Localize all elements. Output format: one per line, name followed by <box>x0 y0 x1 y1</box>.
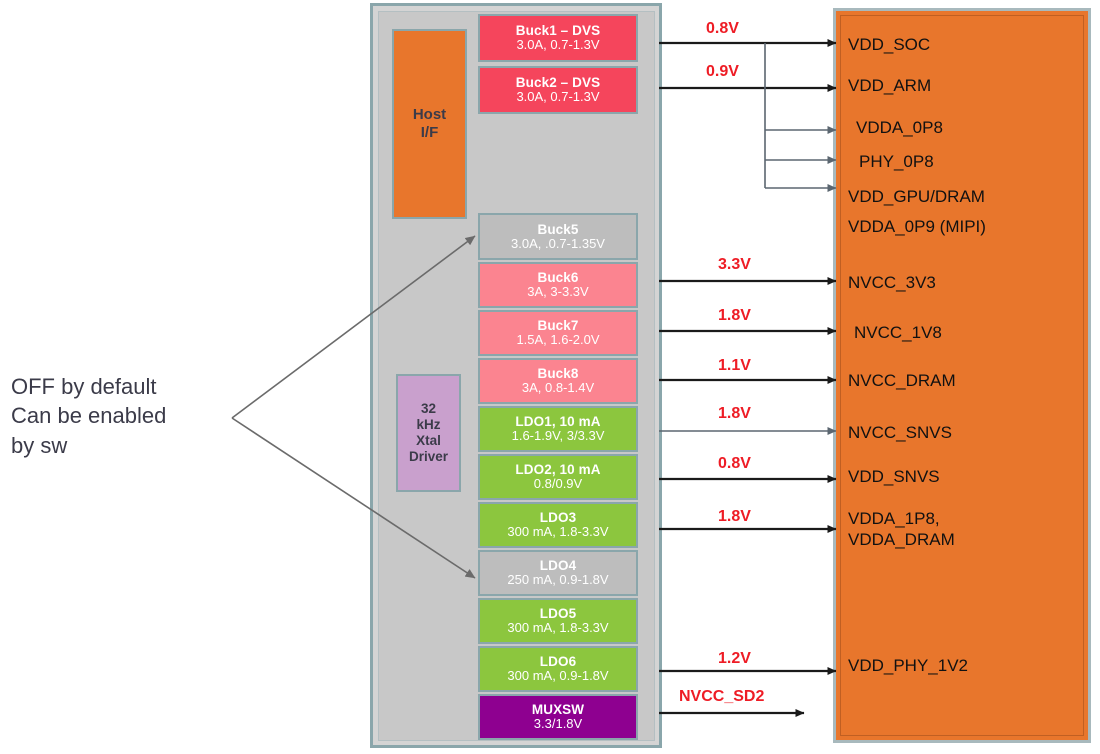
rail-block-buck1[interactable]: Buck1 – DVS 3.0A, 0.7-1.3V <box>478 14 638 62</box>
annotation-note: OFF by default Can be enabled by sw <box>11 372 271 460</box>
soc-rail-label-phy-0p8: PHY_0P8 <box>859 152 934 171</box>
rail-spec: 300 mA, 1.8-3.3V <box>507 524 609 540</box>
soc-rail-label-nvcc-3v3: NVCC_3V3 <box>848 273 936 292</box>
rail-block-muxsw[interactable]: MUXSW 3.3/1.8V <box>478 694 638 740</box>
annotation-line-1: OFF by default <box>11 374 157 399</box>
rail-spec: 3.0A, 0.7-1.3V <box>516 89 600 105</box>
rail-title: Buck6 <box>537 270 579 286</box>
wire-branch-bus <box>764 43 837 192</box>
host-if-line-2: I/F <box>420 124 439 141</box>
soc-rail-label-vdda-1p8: VDDA_1P8, <box>848 509 940 528</box>
soc-rail-label-vdd-arm: VDD_ARM <box>848 76 932 95</box>
rail-title: Buck2 – DVS <box>515 75 601 91</box>
rail-block-ldo3[interactable]: LDO3 300 mA, 1.8-3.3V <box>478 502 638 548</box>
soc-rail-label-vdd-snvs: VDD_SNVS <box>848 467 940 486</box>
voltage-label-0p8: 0.8V <box>706 20 739 37</box>
rail-title: LDO5 <box>539 606 577 622</box>
soc-rail-label-nvcc-snvs: NVCC_SNVS <box>848 423 952 442</box>
soc-rail-label-vdda-0p8: VDDA_0P8 <box>856 118 943 137</box>
rail-spec: 3A, 0.8-1.4V <box>521 380 595 396</box>
soc-rail-label-vdd-gpu-dram: VDD_GPU/DRAM <box>848 187 985 206</box>
voltage-label-1p1: 1.1V <box>718 357 751 374</box>
host-if-line-1: Host <box>412 106 447 124</box>
rail-block-ldo4[interactable]: LDO4 250 mA, 0.9-1.8V <box>478 550 638 596</box>
rail-title: LDO4 <box>539 558 577 574</box>
rail-spec: 3.0A, .0.7-1.35V <box>511 235 605 251</box>
rail-spec: 1.5A, 1.6-2.0V <box>516 332 600 348</box>
voltage-label-3p3: 3.3V <box>718 256 751 273</box>
xtal-driver-block[interactable]: 32 kHz Xtal Driver <box>396 374 461 492</box>
soc-rail-label-vdd-soc: VDD_SOC <box>848 35 931 54</box>
host-interface-block[interactable]: Host I/F <box>392 29 467 219</box>
voltage-label-nvcc-sd2: NVCC_SD2 <box>679 688 765 705</box>
rail-spec: 3.3/1.8V <box>533 716 583 732</box>
rail-block-buck6[interactable]: Buck6 3A, 3-3.3V <box>478 262 638 308</box>
voltage-label-1p8c: 1.8V <box>718 508 751 525</box>
rail-title: LDO6 <box>539 654 577 670</box>
soc-rail-label-vdda-0p9: VDDA_0P9 (MIPI) <box>848 217 986 236</box>
soc-rail-label-vdda-dram: VDDA_DRAM <box>848 530 955 549</box>
rail-title: LDO1, 10 mA <box>515 414 601 430</box>
rail-title: LDO2, 10 mA <box>515 462 601 478</box>
annotation-line-3: by sw <box>11 432 68 458</box>
voltage-label-1p8b: 1.8V <box>718 405 751 422</box>
voltage-label-1p8a: 1.8V <box>718 307 751 324</box>
rail-spec: 3A, 3-3.3V <box>527 284 589 300</box>
soc-rail-label-nvcc-1v8: NVCC_1V8 <box>854 323 942 342</box>
rail-title: LDO3 <box>539 510 577 526</box>
rail-title: Buck1 – DVS <box>515 23 601 39</box>
rail-title: Buck8 <box>537 366 579 382</box>
rail-block-buck7[interactable]: Buck7 1.5A, 1.6-2.0V <box>478 310 638 356</box>
rail-title: Buck5 <box>537 221 579 237</box>
voltage-label-0p9: 0.9V <box>706 63 739 80</box>
xtal-line-2: kHz <box>416 417 441 433</box>
rail-block-ldo6[interactable]: LDO6 300 mA, 0.9-1.8V <box>478 646 638 692</box>
rail-block-ldo1[interactable]: LDO1, 10 mA 1.6-1.9V, 3/3.3V <box>478 406 638 452</box>
rail-block-buck5[interactable]: Buck5 3.0A, .0.7-1.35V <box>478 213 638 260</box>
rail-spec: 300 mA, 1.8-3.3V <box>507 620 609 636</box>
rail-block-buck2[interactable]: Buck2 – DVS 3.0A, 0.7-1.3V <box>478 66 638 114</box>
rail-spec: 300 mA, 0.9-1.8V <box>507 668 609 684</box>
xtal-line-4: Driver <box>408 448 449 464</box>
soc-rail-label-vdd-phy-1v2: VDD_PHY_1V2 <box>848 656 969 675</box>
rail-title: Buck7 <box>537 318 579 334</box>
rail-spec: 250 mA, 0.9-1.8V <box>507 572 609 588</box>
rail-block-ldo5[interactable]: LDO5 300 mA, 1.8-3.3V <box>478 598 638 644</box>
soc-rail-label-nvcc-dram: NVCC_DRAM <box>848 371 956 390</box>
rail-spec: 0.8/0.9V <box>533 476 583 492</box>
voltage-label-0p8b: 0.8V <box>718 455 751 472</box>
rail-spec: 1.6-1.9V, 3/3.3V <box>511 428 605 444</box>
xtal-line-1: 32 <box>420 401 437 417</box>
rail-block-ldo2[interactable]: LDO2, 10 mA 0.8/0.9V <box>478 454 638 500</box>
rail-block-buck8[interactable]: Buck8 3A, 0.8-1.4V <box>478 358 638 404</box>
voltage-label-1p2: 1.2V <box>718 650 751 667</box>
annotation-line-2: Can be enabled <box>11 403 167 429</box>
xtal-line-3: Xtal <box>416 433 441 448</box>
rail-title: MUXSW <box>531 702 585 718</box>
rail-spec: 3.0A, 0.7-1.3V <box>516 37 600 53</box>
